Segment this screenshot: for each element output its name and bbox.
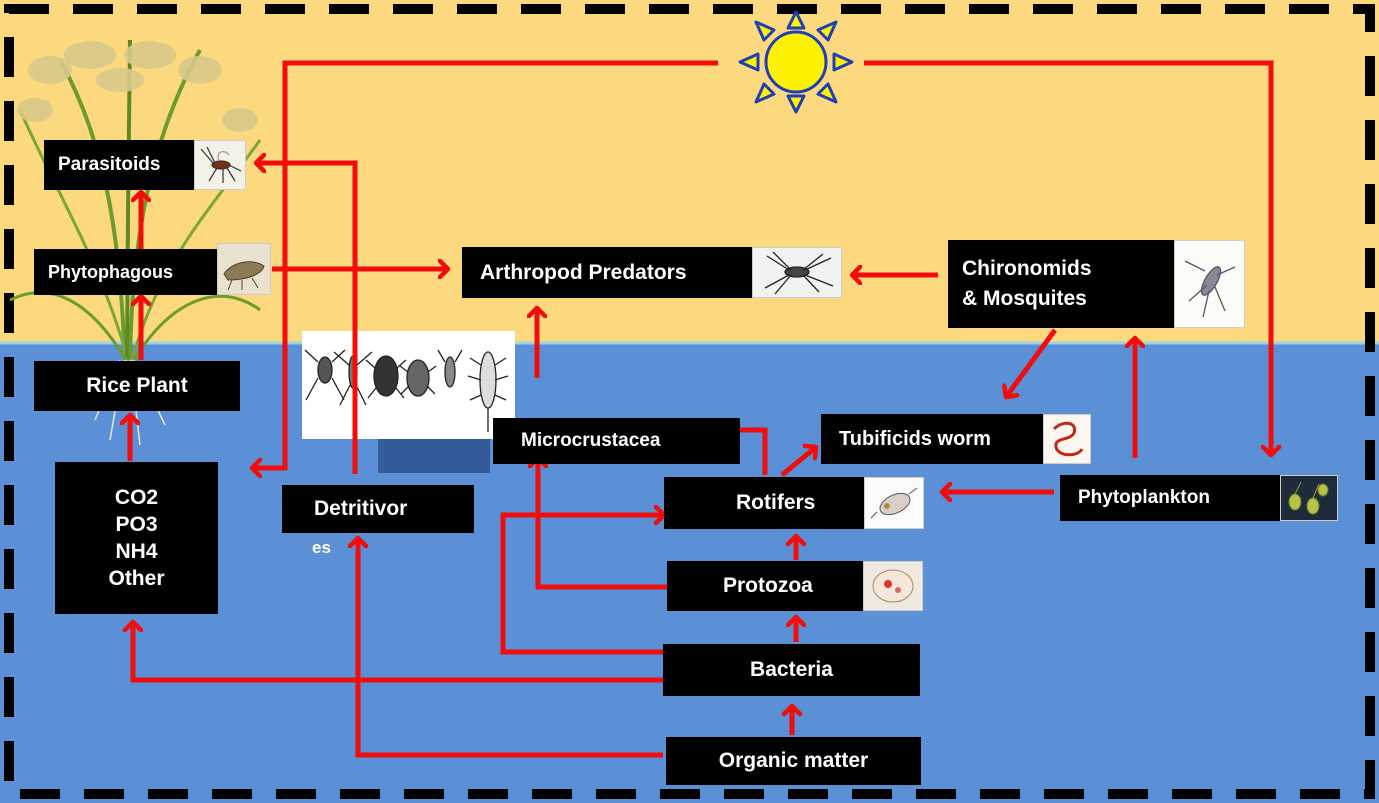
- node-arthropod-predators: Arthropod Predators: [462, 247, 842, 298]
- chironomids-label: Chironomids: [962, 254, 1092, 284]
- node-nutrients: CO2 PO3 NH4 Other: [55, 462, 218, 614]
- microcrustacea-label: Microcrustacea: [521, 430, 660, 452]
- node-parasitoids: Parasitoids: [44, 140, 246, 190]
- rotifers-label: Rotifers: [736, 491, 815, 515]
- wasp-icon: [194, 140, 246, 190]
- node-bacteria: Bacteria: [663, 644, 920, 696]
- node-rice-plant: Rice Plant: [34, 361, 240, 411]
- rotifer-icon: [864, 477, 924, 529]
- nutrient-co2: CO2: [115, 484, 158, 511]
- detritivores-label: Detritivor: [314, 497, 407, 521]
- node-rotifers: Rotifers: [664, 477, 924, 529]
- node-tubificids-worm: Tubificids worm: [821, 414, 1091, 464]
- worm-icon: [1043, 414, 1091, 464]
- bacteria-label: Bacteria: [750, 658, 833, 682]
- phytophagous-label: Phytophagous: [48, 262, 173, 283]
- node-detritivores: Detritivor: [282, 485, 474, 533]
- organic-matter-label: Organic matter: [719, 749, 868, 773]
- phytoplankton-label: Phytoplankton: [1078, 487, 1210, 509]
- node-microcrustacea: Microcrustacea: [493, 418, 740, 464]
- parasitoids-label: Parasitoids: [58, 154, 160, 176]
- mosquito-icon: [1174, 240, 1245, 328]
- nutrient-nh4: NH4: [115, 538, 157, 565]
- node-protozoa: Protozoa: [667, 561, 923, 611]
- tubificids-label: Tubificids worm: [839, 428, 991, 451]
- algae-icon: [1280, 475, 1338, 521]
- protozoa-label: Protozoa: [723, 574, 813, 598]
- rice-plant-label: Rice Plant: [86, 374, 188, 398]
- node-chironomids-mosquitoes: Chironomids & Mosquites: [948, 240, 1245, 328]
- spider-icon: [752, 247, 842, 298]
- nutrient-po3: PO3: [115, 511, 157, 538]
- node-phytophagous: Phytophagous: [34, 249, 270, 295]
- protozoa-icon: [863, 561, 923, 611]
- node-organic-matter: Organic matter: [666, 737, 921, 785]
- sun-icon: [740, 12, 852, 112]
- node-phytoplankton: Phytoplankton: [1060, 475, 1338, 521]
- mosquitoes-label: & Mosquites: [962, 284, 1087, 314]
- nutrient-other: Other: [108, 565, 164, 592]
- leafhopper-icon: [217, 243, 271, 295]
- detritivores-label-wrap: es: [312, 538, 331, 558]
- arthropod-predators-label: Arthropod Predators: [480, 261, 687, 285]
